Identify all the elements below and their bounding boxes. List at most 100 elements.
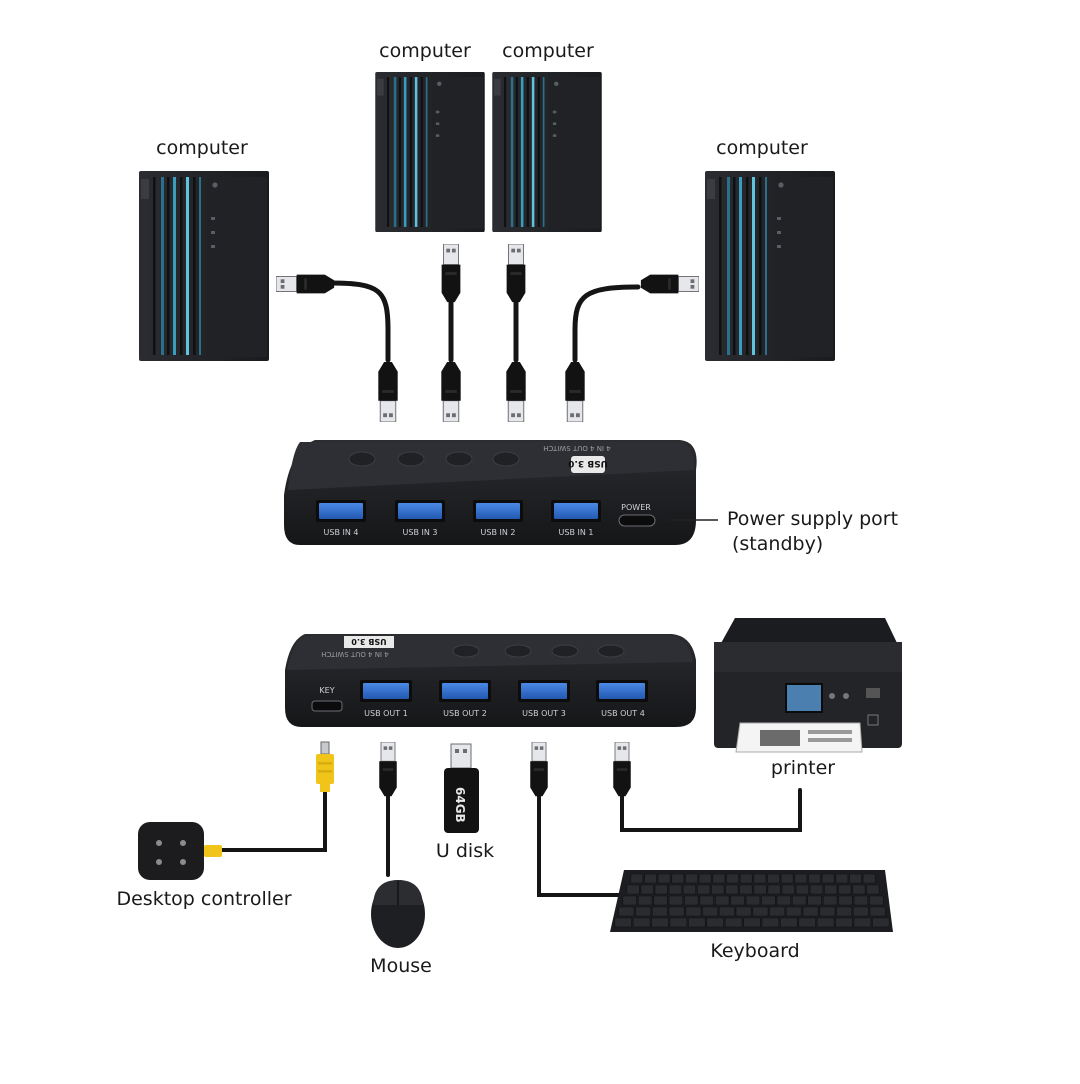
- micro-usb-key-port: [311, 700, 343, 712]
- computer-2-icon: [375, 72, 485, 232]
- usb-out-3-label: USB OUT 3: [522, 709, 566, 718]
- keyboard-key: [654, 884, 668, 895]
- usb-in-3-port: [395, 500, 445, 522]
- usb-plug-icon: [276, 274, 335, 294]
- keyboard-key: [781, 884, 795, 895]
- usb-plug-icon: [640, 274, 699, 294]
- keyboard-key: [767, 873, 780, 884]
- usb-plug-icon: [441, 244, 461, 303]
- keyboard-key: [697, 884, 711, 895]
- key-port-label: KEY: [319, 686, 334, 695]
- keyboard-key: [849, 873, 862, 884]
- keyboard-key: [853, 917, 872, 928]
- keyboard-key: [684, 895, 699, 906]
- keyboard-key: [824, 884, 838, 895]
- keyboard-key: [769, 906, 785, 917]
- keyboard-key: [635, 906, 651, 917]
- usb-out-1-label: USB OUT 1: [364, 709, 408, 718]
- keyboard-key: [798, 917, 816, 928]
- mouse-icon: [371, 880, 425, 948]
- mouse-label: Mouse: [370, 955, 432, 977]
- usb-out-3-port: [518, 680, 570, 702]
- keyboard-key: [802, 906, 819, 917]
- computer-4-label: computer: [716, 137, 808, 159]
- usb-switch-outputs: USB 3.0 4 IN 4 OUT SWITCH KEY USB OUT 1 …: [285, 634, 696, 727]
- usb-out-2-label: USB OUT 2: [443, 709, 487, 718]
- keyboard-key: [718, 906, 735, 917]
- usb-plug-icon: [564, 361, 586, 422]
- usb-in-1-port: [551, 500, 601, 522]
- keyboard-key: [791, 895, 807, 906]
- computer-3-icon: [492, 72, 602, 232]
- keyboard-key: [838, 884, 852, 895]
- computer-4-icon: [705, 171, 835, 361]
- bottom-cables: [220, 788, 802, 897]
- keyboard-key: [735, 906, 752, 917]
- desktop-controller-label: Desktop controller: [116, 888, 292, 910]
- usb-in-4-port: [316, 500, 366, 522]
- keyboard-key: [632, 917, 651, 928]
- usb-plug-icon: [612, 742, 632, 797]
- keyboard-key: [838, 895, 853, 906]
- keyboard-key: [657, 873, 671, 884]
- keyboard-key: [618, 906, 635, 917]
- keyboard-key: [682, 884, 697, 895]
- keyboard-key: [761, 917, 780, 928]
- keyboard-key: [669, 917, 688, 928]
- power-supply-port-label: Power supply port: [727, 508, 899, 530]
- keyboard-key: [835, 873, 849, 884]
- keyboard-key: [872, 917, 890, 928]
- u-disk-capacity: 64GB: [453, 787, 467, 823]
- keyboard-key: [622, 895, 637, 906]
- usb-c-power-port: [618, 514, 656, 527]
- keyboard-key: [752, 906, 769, 917]
- keyboard-key: [702, 906, 718, 917]
- svg-text:4 IN 4 OUT SWITCH: 4 IN 4 OUT SWITCH: [321, 650, 388, 658]
- keyboard-icon: [610, 870, 893, 932]
- keyboard-key: [780, 917, 798, 928]
- keyboard-key: [626, 884, 640, 895]
- keyboard-key: [688, 917, 706, 928]
- usb-out-4-port: [596, 680, 648, 702]
- keyboard-key: [816, 917, 835, 928]
- keyboard-key: [630, 873, 644, 884]
- keyboard-key: [808, 873, 821, 884]
- top-cables: [327, 280, 641, 363]
- power-supply-standby-label: (standby): [732, 533, 824, 555]
- svg-text:USB 3.0: USB 3.0: [568, 458, 608, 468]
- keyboard-key: [780, 873, 794, 884]
- computer-3-label: computer: [502, 40, 594, 62]
- keyboard-key: [698, 873, 712, 884]
- u-disk-label: U disk: [435, 840, 495, 862]
- keyboard-key: [668, 895, 684, 906]
- keyboard-key: [761, 895, 776, 906]
- keyboard-key: [795, 884, 809, 895]
- keyboard-key: [651, 906, 668, 917]
- computer-2-label: computer: [379, 40, 471, 62]
- keyboard-key: [835, 917, 853, 928]
- printer-icon: [714, 618, 902, 753]
- u-disk-icon: 64GB: [444, 743, 479, 833]
- keyboard-key: [753, 884, 767, 895]
- keyboard-key: [730, 895, 745, 906]
- usb-plug-icon: [378, 742, 398, 797]
- computer-1-label: computer: [156, 137, 248, 159]
- usb-plug-icon: [529, 742, 549, 797]
- usb-out-4-label: USB OUT 4: [601, 709, 645, 718]
- keyboard-key: [668, 884, 682, 895]
- computer-1-icon: [139, 171, 269, 361]
- printer-label: printer: [770, 757, 836, 779]
- keyboard-key: [776, 895, 792, 906]
- keyboard-key: [714, 895, 730, 906]
- usb-in-2-label: USB IN 2: [481, 528, 516, 537]
- keyboard-key: [668, 906, 685, 917]
- keyboard-key: [809, 884, 824, 895]
- usb-switch-inputs: USB 3.0 4 IN 4 OUT SWITCH USB IN 4 USB I…: [284, 440, 697, 545]
- keyboard-key: [852, 906, 869, 917]
- keyboard-key: [807, 895, 822, 906]
- keyboard-key: [852, 884, 866, 895]
- keyboard-key: [651, 917, 669, 928]
- keyboard-key: [725, 884, 739, 895]
- keyboard-key: [743, 917, 761, 928]
